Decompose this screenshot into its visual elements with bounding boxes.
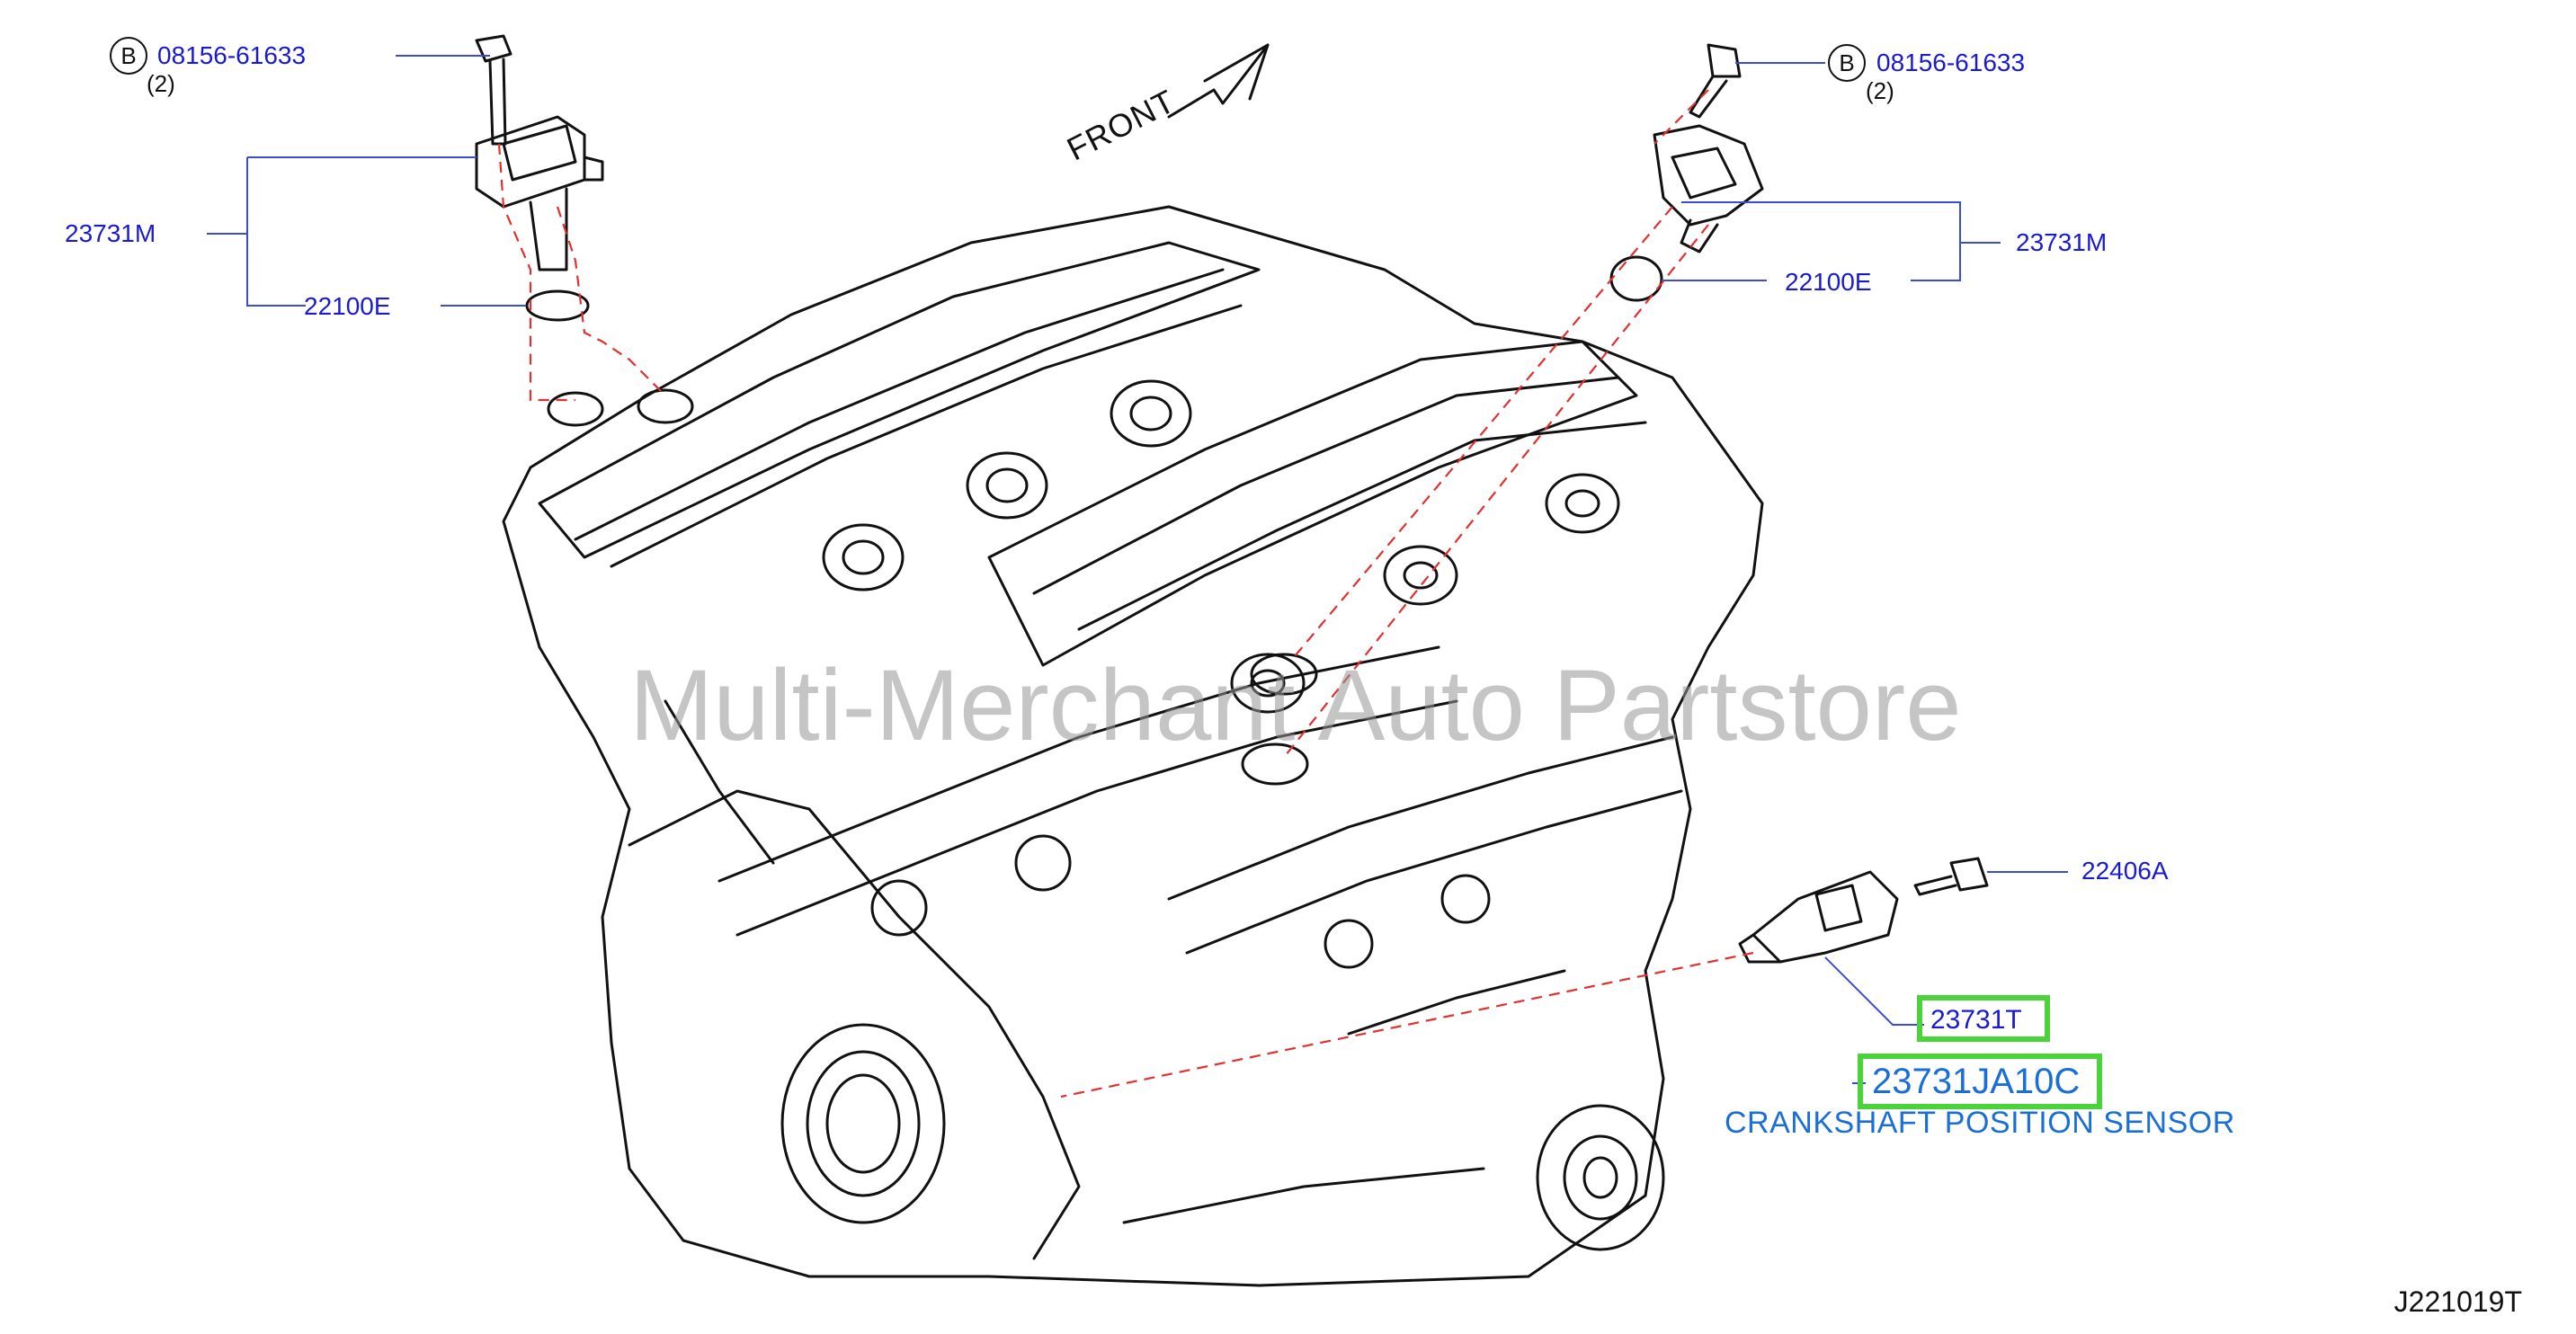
part-label-crank-sensor[interactable]: 23731T	[1930, 1005, 2022, 1035]
part-label-bolt-left[interactable]: 08156-61633	[157, 41, 307, 69]
crank-sensor-description: CRANKSHAFT POSITION SENSOR	[1725, 1106, 2235, 1140]
highlight-box-crank-part	[1917, 995, 2050, 1042]
engine-block-outline	[502, 205, 1764, 1287]
part-label-sensor-left[interactable]: 23731M	[65, 219, 156, 247]
b-marker-left: B	[110, 37, 147, 75]
watermark-text: Multi-Merchant Auto Partstore	[629, 649, 1962, 761]
crank-sensor	[1752, 870, 1899, 964]
part-label-bolt-right[interactable]: 08156-61633	[1876, 49, 2026, 76]
qty-bolt-right: (2)	[1866, 77, 1894, 104]
b-marker-right: B	[1828, 44, 1866, 82]
bolt-crank	[1949, 857, 1989, 892]
part-label-bolt-crank[interactable]: 22406A	[2081, 857, 2169, 885]
diagram-code: J221019T	[2393, 1285, 2522, 1318]
highlight-box-crank-number	[1858, 1054, 2102, 1109]
front-arrow	[1167, 43, 1270, 119]
part-label-oring-right[interactable]: 22100E	[1785, 268, 1872, 296]
part-label-sensor-right[interactable]: 23731M	[2016, 228, 2108, 256]
part-number-crank-sensor[interactable]: 23731JA10C	[1872, 1062, 2081, 1101]
qty-bolt-left: (2)	[147, 70, 175, 97]
part-label-oring-left[interactable]: 22100E	[304, 292, 391, 320]
bolt-right	[1707, 43, 1742, 78]
bolt-left	[475, 34, 513, 63]
